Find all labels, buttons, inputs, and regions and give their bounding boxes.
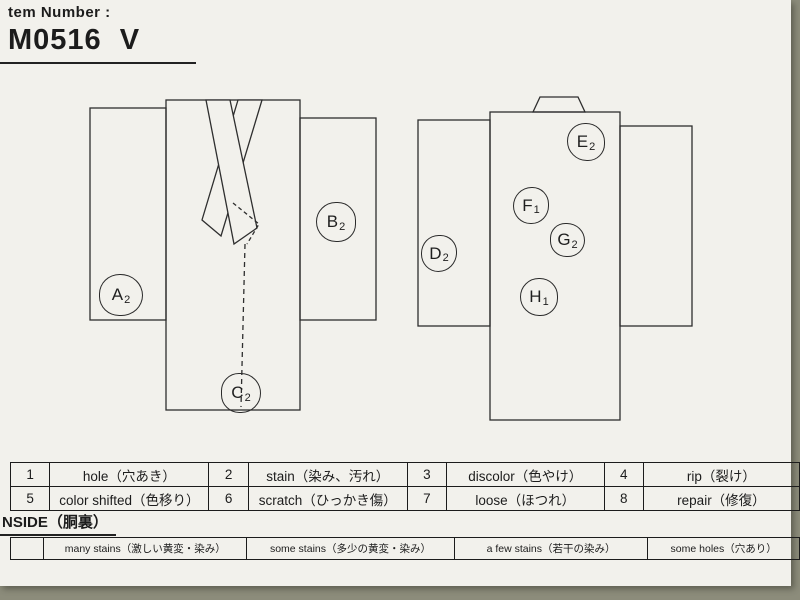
defect-code: 4	[603, 462, 644, 487]
defect-label: stain（染み、汚れ）	[247, 462, 408, 487]
defect-label: discolor（色やけ）	[446, 462, 605, 487]
defect-code: 6	[208, 486, 249, 511]
table-row: 5 color shifted（色移り） 6 scratch（ひっかき傷） 7 …	[9, 486, 800, 511]
defect-code: 7	[406, 486, 448, 511]
defect-label: scratch（ひっかき傷）	[247, 486, 408, 511]
defect-legend-table: 1 hole（穴あき） 2 stain（染み、汚れ） 3 discolor（色や…	[9, 462, 800, 511]
inside-empty-cell	[9, 537, 45, 560]
defect-label: color shifted（色移り）	[49, 486, 210, 511]
inside-section-label: NSIDE（胴裏）	[0, 511, 116, 536]
defect-code: 5	[9, 486, 51, 511]
inside-condition: some holes（穴あり）	[647, 537, 800, 560]
defect-label: hole（穴あき）	[49, 462, 210, 487]
inside-condition: many stains（激しい黄変・染み）	[43, 537, 248, 560]
inside-condition: some stains（多少の黄変・染み）	[246, 537, 455, 560]
item-number-underline	[0, 62, 196, 64]
inside-condition-table: many stains（激しい黄変・染み） some stains（多少の黄変・…	[9, 537, 800, 560]
defect-label: rip（裂け）	[642, 462, 800, 487]
back-kimono-outline	[417, 96, 693, 421]
table-row: 1 hole（穴あき） 2 stain（染み、汚れ） 3 discolor（色や…	[9, 462, 800, 487]
defect-label: loose（ほつれ）	[446, 486, 605, 511]
item-number-label: tem Number :	[8, 4, 111, 21]
defect-code: 3	[406, 462, 448, 487]
item-number-value: M0516 V	[8, 24, 141, 56]
table-row: many stains（激しい黄変・染み） some stains（多少の黄変・…	[9, 537, 800, 560]
kimono-diagrams	[89, 96, 693, 421]
inside-condition: a few stains（若干の染み）	[453, 537, 649, 560]
defect-code: 8	[603, 486, 644, 511]
defect-code: 2	[208, 462, 249, 487]
front-kimono-outline	[89, 99, 377, 411]
defect-label: repair（修復）	[642, 486, 800, 511]
defect-code: 1	[9, 462, 51, 487]
